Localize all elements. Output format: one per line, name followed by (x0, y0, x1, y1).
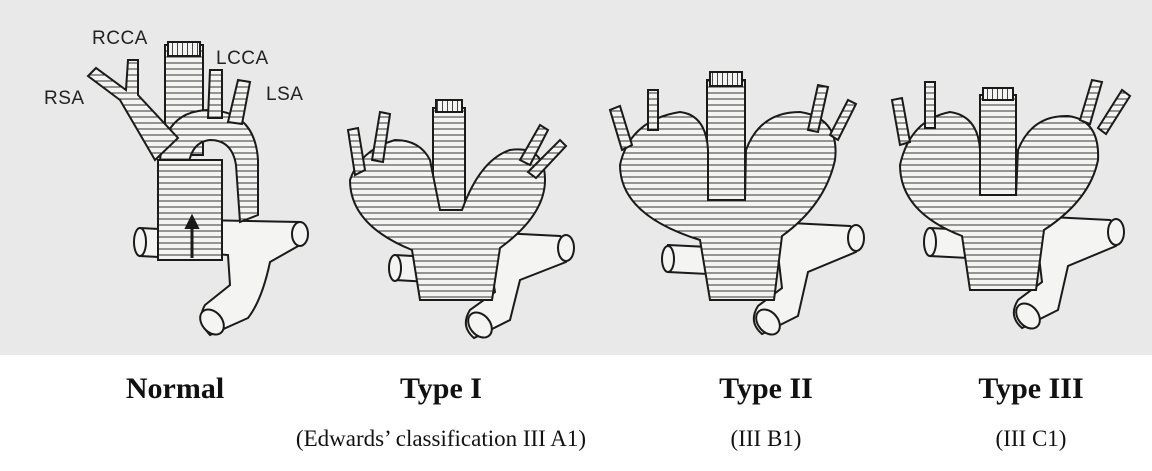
rcca-label: RCCA (92, 28, 148, 50)
panel-subtitle-type-ii: (III B1) (731, 426, 802, 452)
panel-title-type-ii: Type II (719, 372, 813, 406)
panel-title-type-i: Type I (400, 372, 482, 406)
lsa-label: LSA (266, 84, 303, 106)
type-iii-arch-drawing (892, 80, 1130, 333)
panel-subtitle-type-iii: (III C1) (996, 426, 1067, 452)
lcca-label: LCCA (216, 48, 269, 70)
rsa-label: RSA (44, 88, 85, 110)
panel-title-type-iii: Type III (978, 372, 1083, 406)
panel-subtitle-type-i: (Edwards’ classification III A1) (296, 426, 586, 452)
aortic-arch-illustrations (0, 0, 1152, 355)
panel-title-normal: Normal (126, 372, 224, 406)
type-i-arch-drawing (348, 100, 574, 342)
type-ii-arch-drawing (610, 72, 864, 339)
illustration-plate: RCCA LCCA RSA LSA (0, 0, 1152, 355)
